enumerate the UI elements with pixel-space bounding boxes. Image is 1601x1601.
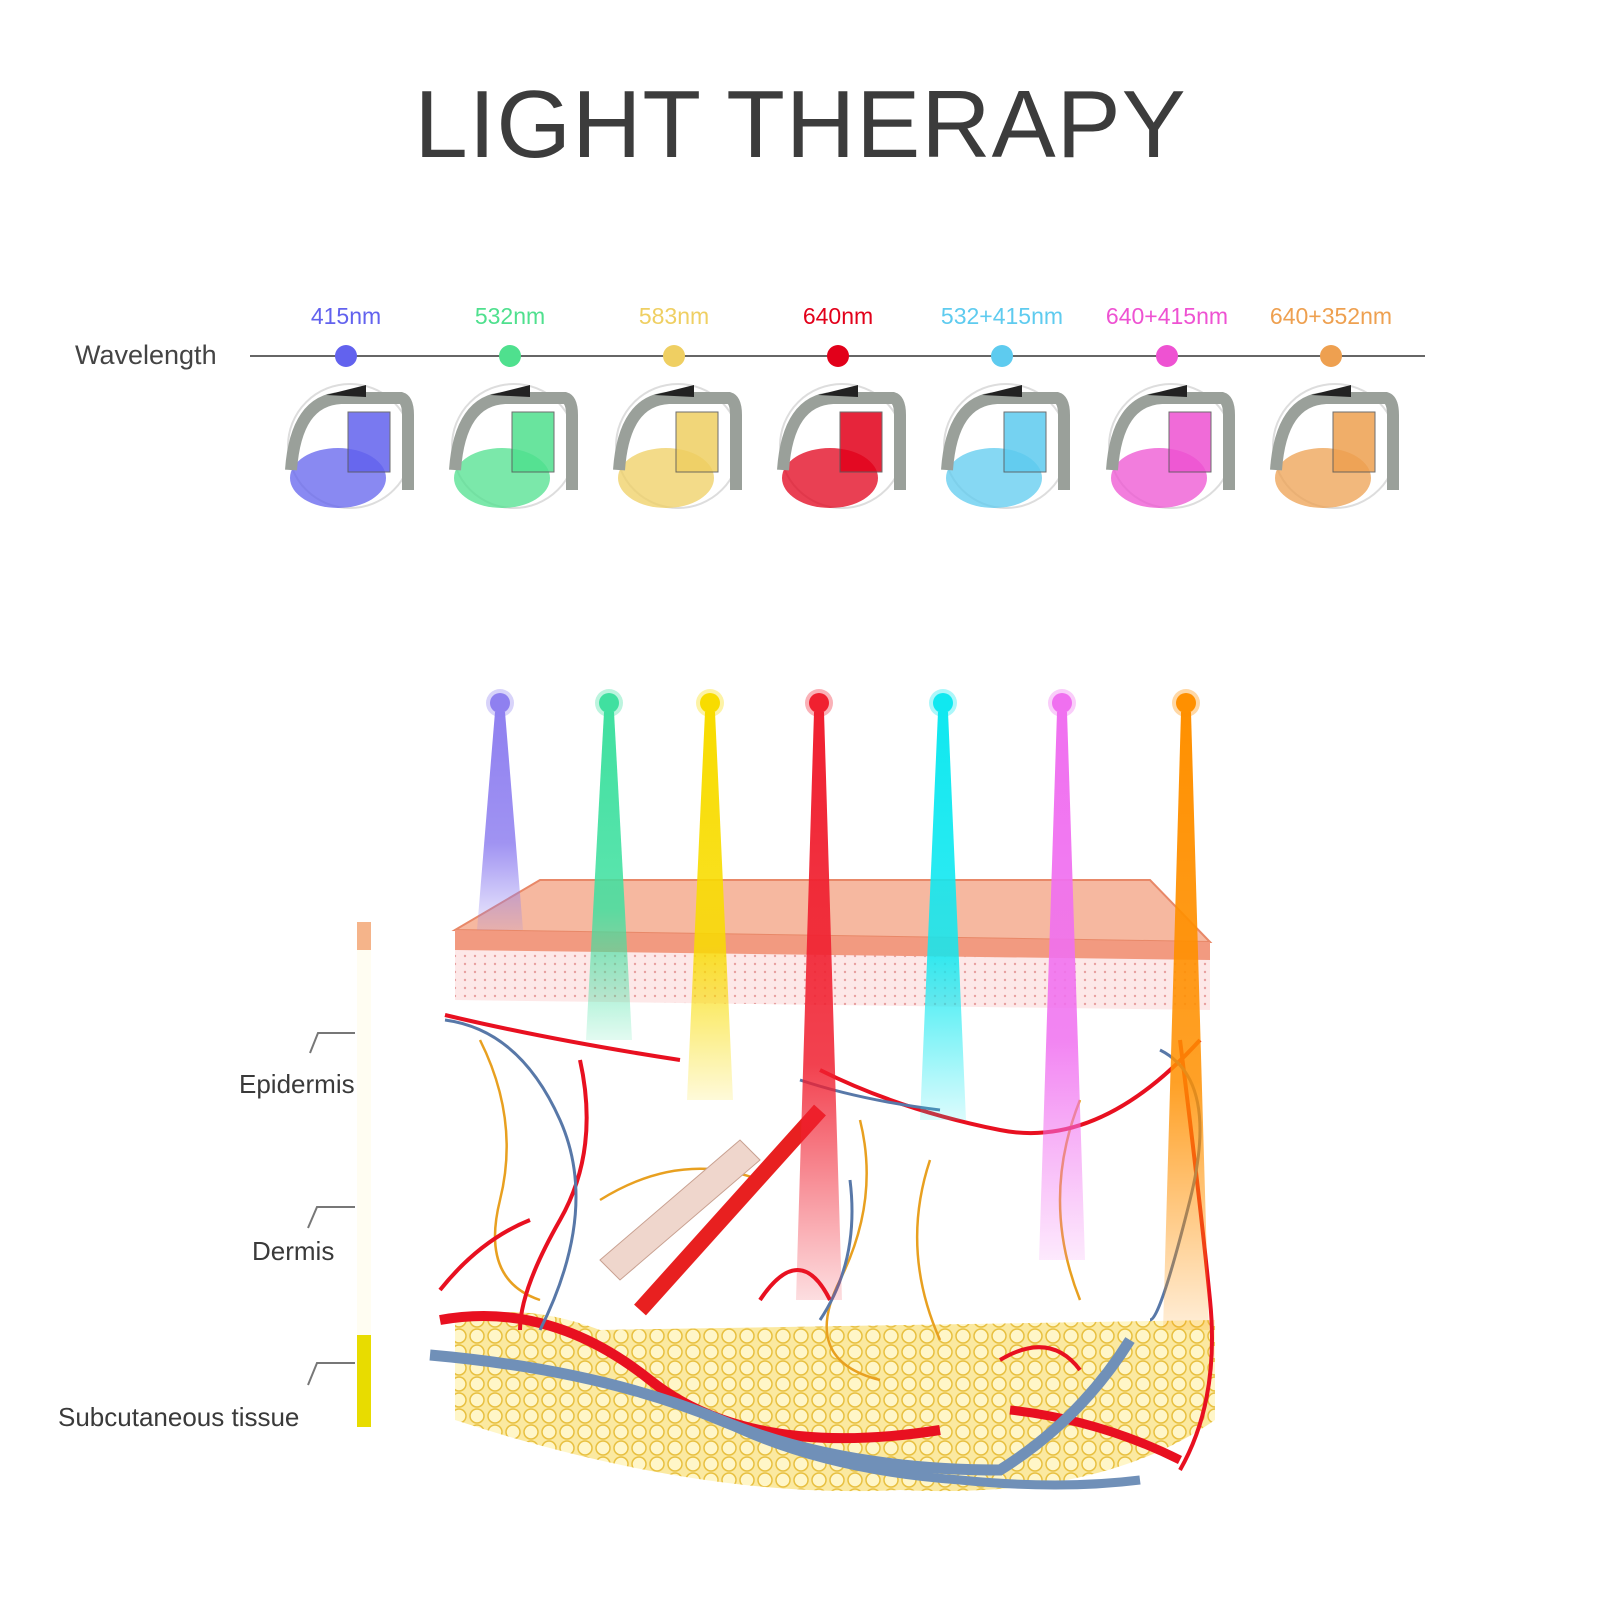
- layer-scale: [307, 922, 371, 1427]
- wavelength-dot: [499, 345, 521, 367]
- subcutaneous-pointer: [307, 1362, 355, 1386]
- main-vein: [429, 1337, 1135, 1476]
- wavelength-dot: [991, 345, 1013, 367]
- light-source: [599, 693, 619, 713]
- device-thumbnail: [613, 383, 742, 509]
- light-source: [1176, 693, 1196, 713]
- wavelength-dot: [663, 345, 685, 367]
- label-subcutaneous-tissue: Subcutaneous tissue: [58, 1402, 300, 1432]
- device-thumbnail: [1270, 383, 1399, 509]
- dermis-pointer: [307, 1206, 355, 1229]
- stratum-corneum: [455, 930, 1210, 960]
- device-thumbnail: [941, 383, 1070, 509]
- wavelength-dot: [827, 345, 849, 367]
- light-source: [490, 693, 510, 713]
- device-thumbnail: [449, 383, 578, 509]
- label-dermis: Dermis: [252, 1236, 335, 1266]
- main-artery: [439, 1311, 941, 1444]
- light-source: [700, 693, 720, 713]
- scale-subcutaneous-marker: [357, 1335, 371, 1427]
- device-thumbnail: [1106, 383, 1235, 509]
- epidermis-pointer: [309, 1032, 355, 1054]
- device-thumbnail: [285, 383, 414, 509]
- light-beam: [920, 712, 966, 1120]
- light-beam: [586, 712, 632, 1040]
- light-beam: [796, 712, 842, 1300]
- wavelength-dot: [1156, 345, 1178, 367]
- light-beam: [687, 712, 733, 1100]
- light-source: [1052, 693, 1072, 713]
- light-source: [933, 693, 953, 713]
- wavelength-value: 583nm: [638, 303, 710, 329]
- arteries: [438, 1013, 1214, 1471]
- wavelength-dot: [335, 345, 357, 367]
- wavelength-value: 415nm: [310, 303, 382, 329]
- page-title: LIGHT THERAPY: [414, 71, 1187, 178]
- light-beam: [1163, 712, 1209, 1330]
- light-beam: [477, 712, 523, 930]
- light-beam: [1039, 712, 1085, 1260]
- wavelength-value: 532+415nm: [940, 303, 1064, 329]
- wavelength-dot: [1320, 345, 1342, 367]
- hair-root: [634, 1104, 826, 1316]
- hair-follicle: [599, 1139, 761, 1281]
- wavelength-value: 640+352nm: [1269, 303, 1393, 329]
- wavelength-label: Wavelength: [75, 340, 217, 370]
- light-source: [809, 693, 829, 713]
- device-thumbnail: [777, 383, 906, 509]
- scale-dermis-marker: [357, 950, 371, 1335]
- scale-epidermis-marker: [357, 922, 371, 950]
- label-epidermis: Epidermis: [239, 1069, 355, 1099]
- wavelength-value: 532nm: [474, 303, 546, 329]
- skin-cross-section: [429, 879, 1215, 1492]
- wavelength-value: 640nm: [802, 303, 874, 329]
- wavelength-value: 640+415nm: [1105, 303, 1229, 329]
